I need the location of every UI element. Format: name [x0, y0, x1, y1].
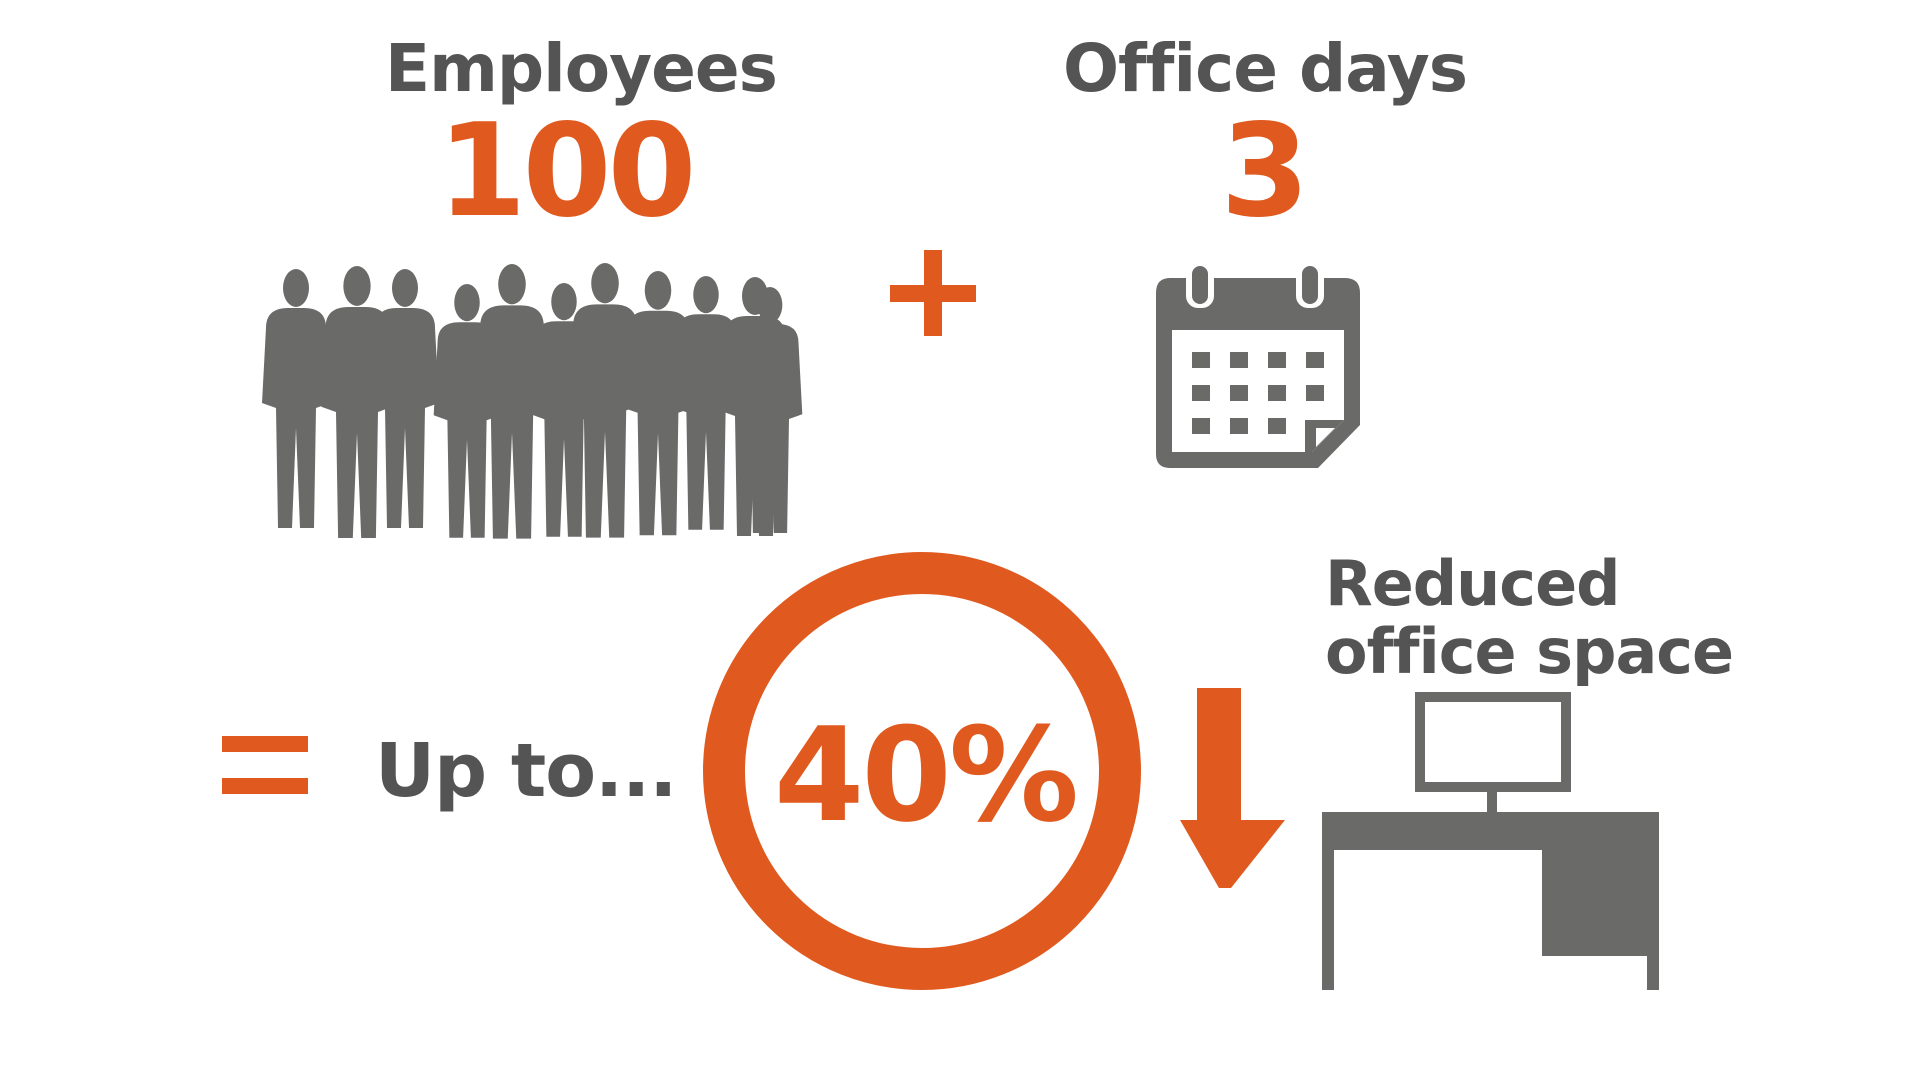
plus-icon	[890, 250, 976, 336]
office-days-value: 3	[1220, 97, 1310, 246]
equals-icon	[222, 736, 308, 794]
people-group-icon	[262, 263, 803, 539]
percent-value: 40%	[773, 699, 1079, 851]
down-arrow-icon	[1180, 688, 1285, 888]
employees-value: 100	[437, 97, 696, 246]
up-to-label: Up to...	[375, 728, 677, 814]
reduced-office-space-label: Reduced office space	[1325, 547, 1734, 688]
calendar-icon	[1156, 262, 1360, 468]
office-days-label: Office days	[1062, 30, 1468, 107]
employees-label: Employees	[385, 30, 778, 107]
desk-computer-icon	[1322, 692, 1659, 990]
percent-ring	[703, 552, 1141, 990]
